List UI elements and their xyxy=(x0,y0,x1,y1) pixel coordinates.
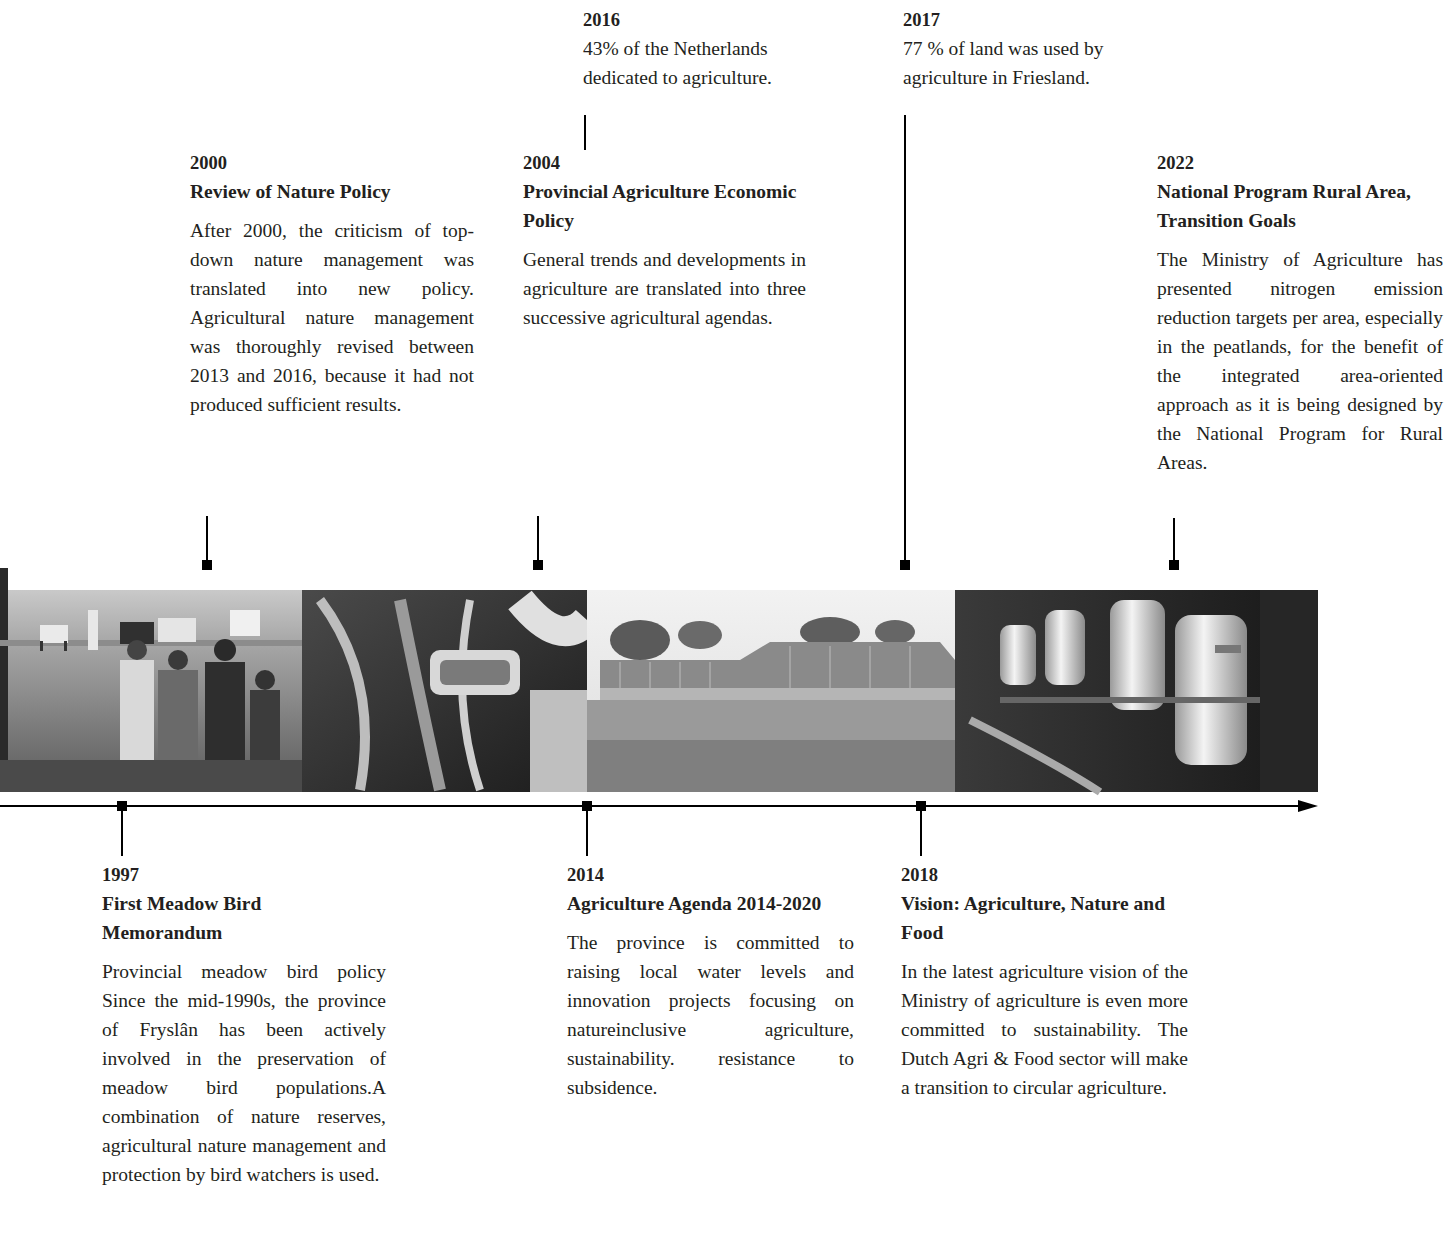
entry-heading: Agriculture Agenda 2014-2020 xyxy=(567,889,854,918)
entry-note: 77 % of land was used by agriculture in … xyxy=(903,34,1148,92)
entry-heading: Provincial Agriculture Economic Policy xyxy=(523,177,806,235)
timeline-entry: 1997First Meadow Bird MemorandumProvinci… xyxy=(102,862,386,1189)
photo-milking-machine xyxy=(302,590,587,792)
timeline-entry: 2004Provincial Agriculture Economic Poli… xyxy=(523,150,806,332)
entry-heading: Vision: Agriculture, Nature and Food xyxy=(901,889,1188,947)
entry-description: After 2000, the criticism of top-down na… xyxy=(190,216,474,419)
year-label: 2014 xyxy=(567,862,854,889)
year-label: 2018 xyxy=(901,862,1188,889)
entry-description: The province is committed to raising loc… xyxy=(567,928,854,1102)
year-label: 1997 xyxy=(102,862,386,889)
year-label: 2000 xyxy=(190,150,474,177)
year-label: 2004 xyxy=(523,150,806,177)
entry-heading: Review of Nature Policy xyxy=(190,177,474,206)
entry-description: Provincial meadow bird policy Since the … xyxy=(102,957,386,1189)
year-label: 2022 xyxy=(1157,150,1443,177)
timeline-entry: 2022National Program Rural Area, Transit… xyxy=(1157,150,1443,477)
timeline-entry: 2000Review of Nature PolicyAfter 2000, t… xyxy=(190,150,474,419)
entry-heading: First Meadow Bird Memorandum xyxy=(102,889,386,947)
photo-field-people xyxy=(0,568,302,792)
entry-description: In the latest agriculture vision of the … xyxy=(901,957,1188,1102)
timeline-entry: 2014Agriculture Agenda 2014-2020The prov… xyxy=(567,862,854,1102)
timeline-entry: 201777 % of land was used by agriculture… xyxy=(903,7,1148,92)
entry-description: The Ministry of Agriculture has presente… xyxy=(1157,245,1443,477)
entry-heading: National Program Rural Area, Transition … xyxy=(1157,177,1443,235)
timeline-axis xyxy=(0,800,1318,856)
photo-barn xyxy=(587,590,955,792)
photo-milk-jars xyxy=(955,590,1318,792)
year-label: 2017 xyxy=(903,7,1148,34)
entry-note: 43% of the Netherlands dedicated to agri… xyxy=(583,34,833,92)
timeline-entry: 201643% of the Netherlands dedicated to … xyxy=(583,7,833,92)
timeline-entry: 2018Vision: Agriculture, Nature and Food… xyxy=(901,862,1188,1102)
year-label: 2016 xyxy=(583,7,833,34)
entry-description: General trends and developments in agric… xyxy=(523,245,806,332)
